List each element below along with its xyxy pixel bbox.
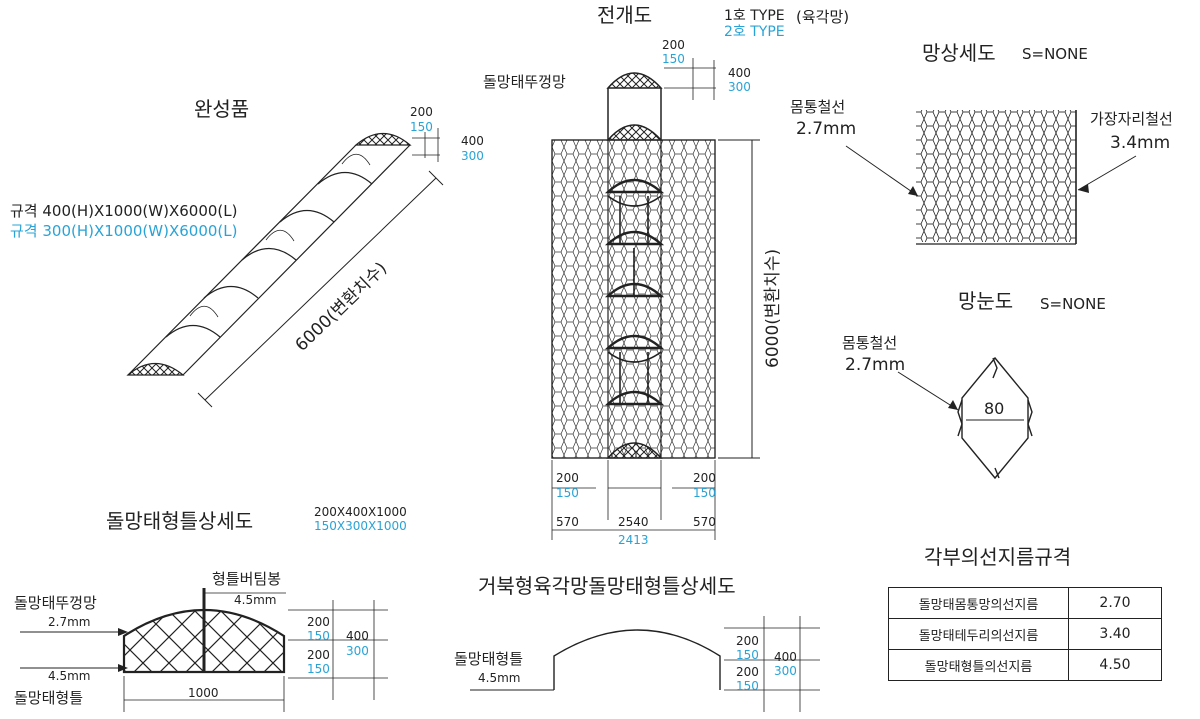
layout-bottom-right-200: 200 [693, 471, 716, 485]
frame-support-mm: 4.5mm [234, 593, 276, 607]
frame-d-200-top: 200 [307, 615, 330, 629]
turtle-d-200-top: 200 [736, 634, 759, 648]
frame-lid-label: 돌망태뚜껑망 [14, 594, 97, 612]
layout-bottom-570-right: 570 [693, 515, 716, 529]
wire-spec-title: 각부의선지름규격 [924, 545, 1071, 569]
layout-bottom-left-200: 200 [556, 471, 579, 485]
layout-bottom-dims [551, 460, 716, 540]
mesh-eye-size: 80 [984, 399, 1004, 418]
turtle-d-150-bot: 150 [736, 679, 759, 693]
finished-spec-1: 규격 400(H)X1000(W)X6000(L) [10, 202, 237, 220]
layout-bottom-2540: 2540 [618, 515, 649, 529]
turtle-frame-label: 돌망태형틀 [454, 650, 523, 668]
layout-bottom-2413: 2413 [618, 533, 649, 547]
mesh-eye-scale: S=NONE [1040, 295, 1106, 313]
wire-spec-table: 돌망태몸통망의선지름 2.70 돌망태테두리의선지름 3.40 돌망태형틀의선지… [888, 587, 1162, 681]
layout-section: 전개도 1호 TYPE (육각망) 2호 TYPE 돌망태뚜껑망 200 150… [483, 3, 849, 547]
turtle-d-300: 300 [774, 664, 797, 678]
table-row: 돌망태테두리의선지름 3.40 [888, 618, 1162, 650]
lid-shape [606, 72, 663, 89]
mesh-detail-scale: S=NONE [1022, 45, 1088, 63]
turtle-dims [724, 616, 820, 712]
layout-end-cap-bottom [606, 442, 663, 459]
finished-h1: 400 [461, 134, 484, 148]
finished-small-dims [412, 128, 440, 162]
finished-length-label: 6000(변환치수) [292, 258, 392, 355]
layout-bottom-left-150: 150 [556, 486, 579, 500]
mesh-edge-wire-mm: 3.4mm [1110, 133, 1170, 153]
layout-h1: 400 [728, 66, 751, 80]
mesh-detail-section: 망상세도 S=NONE 몸통철선 2.7mm 가장자리철선 3.4mm [790, 41, 1173, 245]
turtle-detail-title: 거북형육각망돌망태형틀상세도 [478, 574, 736, 598]
frame-d-300: 300 [346, 644, 369, 658]
mesh-eye-title: 망눈도 [958, 289, 1013, 313]
layout-frames [604, 178, 665, 406]
frame-frame-mm: 4.5mm [48, 669, 90, 683]
frame-detail-section: 돌망태형틀상세도 200X400X1000 150X300X1000 형틀버팀봉… [14, 505, 407, 712]
layout-h2: 300 [728, 80, 751, 94]
turtle-d-400: 400 [774, 650, 797, 664]
mesh-eye-section: 망눈도 S=NONE 몸통철선 2.7mm 80 [842, 289, 1106, 480]
wire-value: 3.40 [1068, 618, 1162, 650]
mesh-detail-title: 망상세도 [922, 41, 996, 65]
layout-length-label: 6000(변환치수) [763, 249, 783, 368]
layout-title: 전개도 [597, 3, 652, 27]
turtle-d-200-bot: 200 [736, 665, 759, 679]
table-row: 돌망태몸통망의선지름 2.70 [888, 587, 1162, 619]
layout-end-cap-top [606, 124, 663, 141]
wire-name: 돌망태몸통망의선지름 [888, 587, 1069, 619]
turtle-frame-mm: 4.5mm [478, 671, 520, 685]
finished-length-dimension [197, 170, 444, 408]
frame-lid-mm: 2.7mm [48, 615, 90, 629]
finished-h2: 300 [461, 149, 484, 163]
type2-label: 2호 TYPE [724, 24, 785, 40]
mesh-eye-wire-mm: 2.7mm [845, 355, 905, 375]
frame-frame-label: 돌망태형틀 [14, 689, 83, 707]
frame-width: 1000 [188, 686, 219, 700]
turtle-detail-section: 거북형육각망돌망태형틀상세도 돌망태형틀 4.5mm 200 150 200 1… [454, 574, 820, 712]
mesh-edge-wire-label: 가장자리철선 [1090, 110, 1173, 128]
frame-dims [123, 600, 388, 712]
finished-gabion [126, 133, 412, 376]
finished-section: 완성품 규격 400(H)X1000(W)X6000(L) 규격 300(H)X… [10, 97, 484, 408]
layout-w1: 200 [662, 38, 685, 52]
frame-d-150-bot: 150 [307, 662, 330, 676]
frame-d-400: 400 [346, 629, 369, 643]
frame-size-2: 150X300X1000 [314, 519, 407, 533]
layout-length-dimension [718, 139, 760, 459]
frame-d-200-bot: 200 [307, 648, 330, 662]
mesh-eye-hexagon [957, 356, 1033, 480]
turtle-arch [553, 629, 721, 690]
turtle-d-150-top: 150 [736, 648, 759, 662]
table-row: 돌망태형틀의선지름 4.50 [888, 649, 1162, 681]
frame-d-150-top: 150 [307, 629, 330, 643]
wire-name: 돌망태형틀의선지름 [888, 649, 1069, 681]
wire-value: 2.70 [1068, 587, 1162, 619]
layout-lid-label: 돌망태뚜껑망 [483, 73, 566, 91]
wire-name: 돌망태테두리의선지름 [888, 618, 1069, 650]
frame-support-label: 형틀버팀봉 [212, 570, 281, 588]
finished-spec-2: 규격 300(H)X1000(W)X6000(L) [10, 222, 237, 240]
frame-size-1: 200X400X1000 [314, 505, 407, 519]
finished-w1: 200 [410, 105, 433, 119]
layout-bottom-right-150: 150 [693, 486, 716, 500]
type1-label: 1호 TYPE [724, 8, 785, 24]
wire-value: 4.50 [1068, 649, 1162, 681]
mesh-eye-wire-label: 몸통철선 [842, 334, 897, 352]
type1-note: (육각망) [796, 8, 849, 26]
layout-bottom-570-left: 570 [556, 515, 579, 529]
frame-detail-title: 돌망태형틀상세도 [106, 509, 253, 533]
mesh-body-wire-label: 몸통철선 [790, 98, 845, 116]
finished-title: 완성품 [194, 97, 249, 121]
layout-w2: 150 [662, 52, 685, 66]
layout-top-dims [664, 58, 716, 100]
mesh-body-wire-mm: 2.7mm [796, 119, 856, 139]
finished-w2: 150 [410, 120, 433, 134]
layout-mesh-body [551, 139, 716, 459]
